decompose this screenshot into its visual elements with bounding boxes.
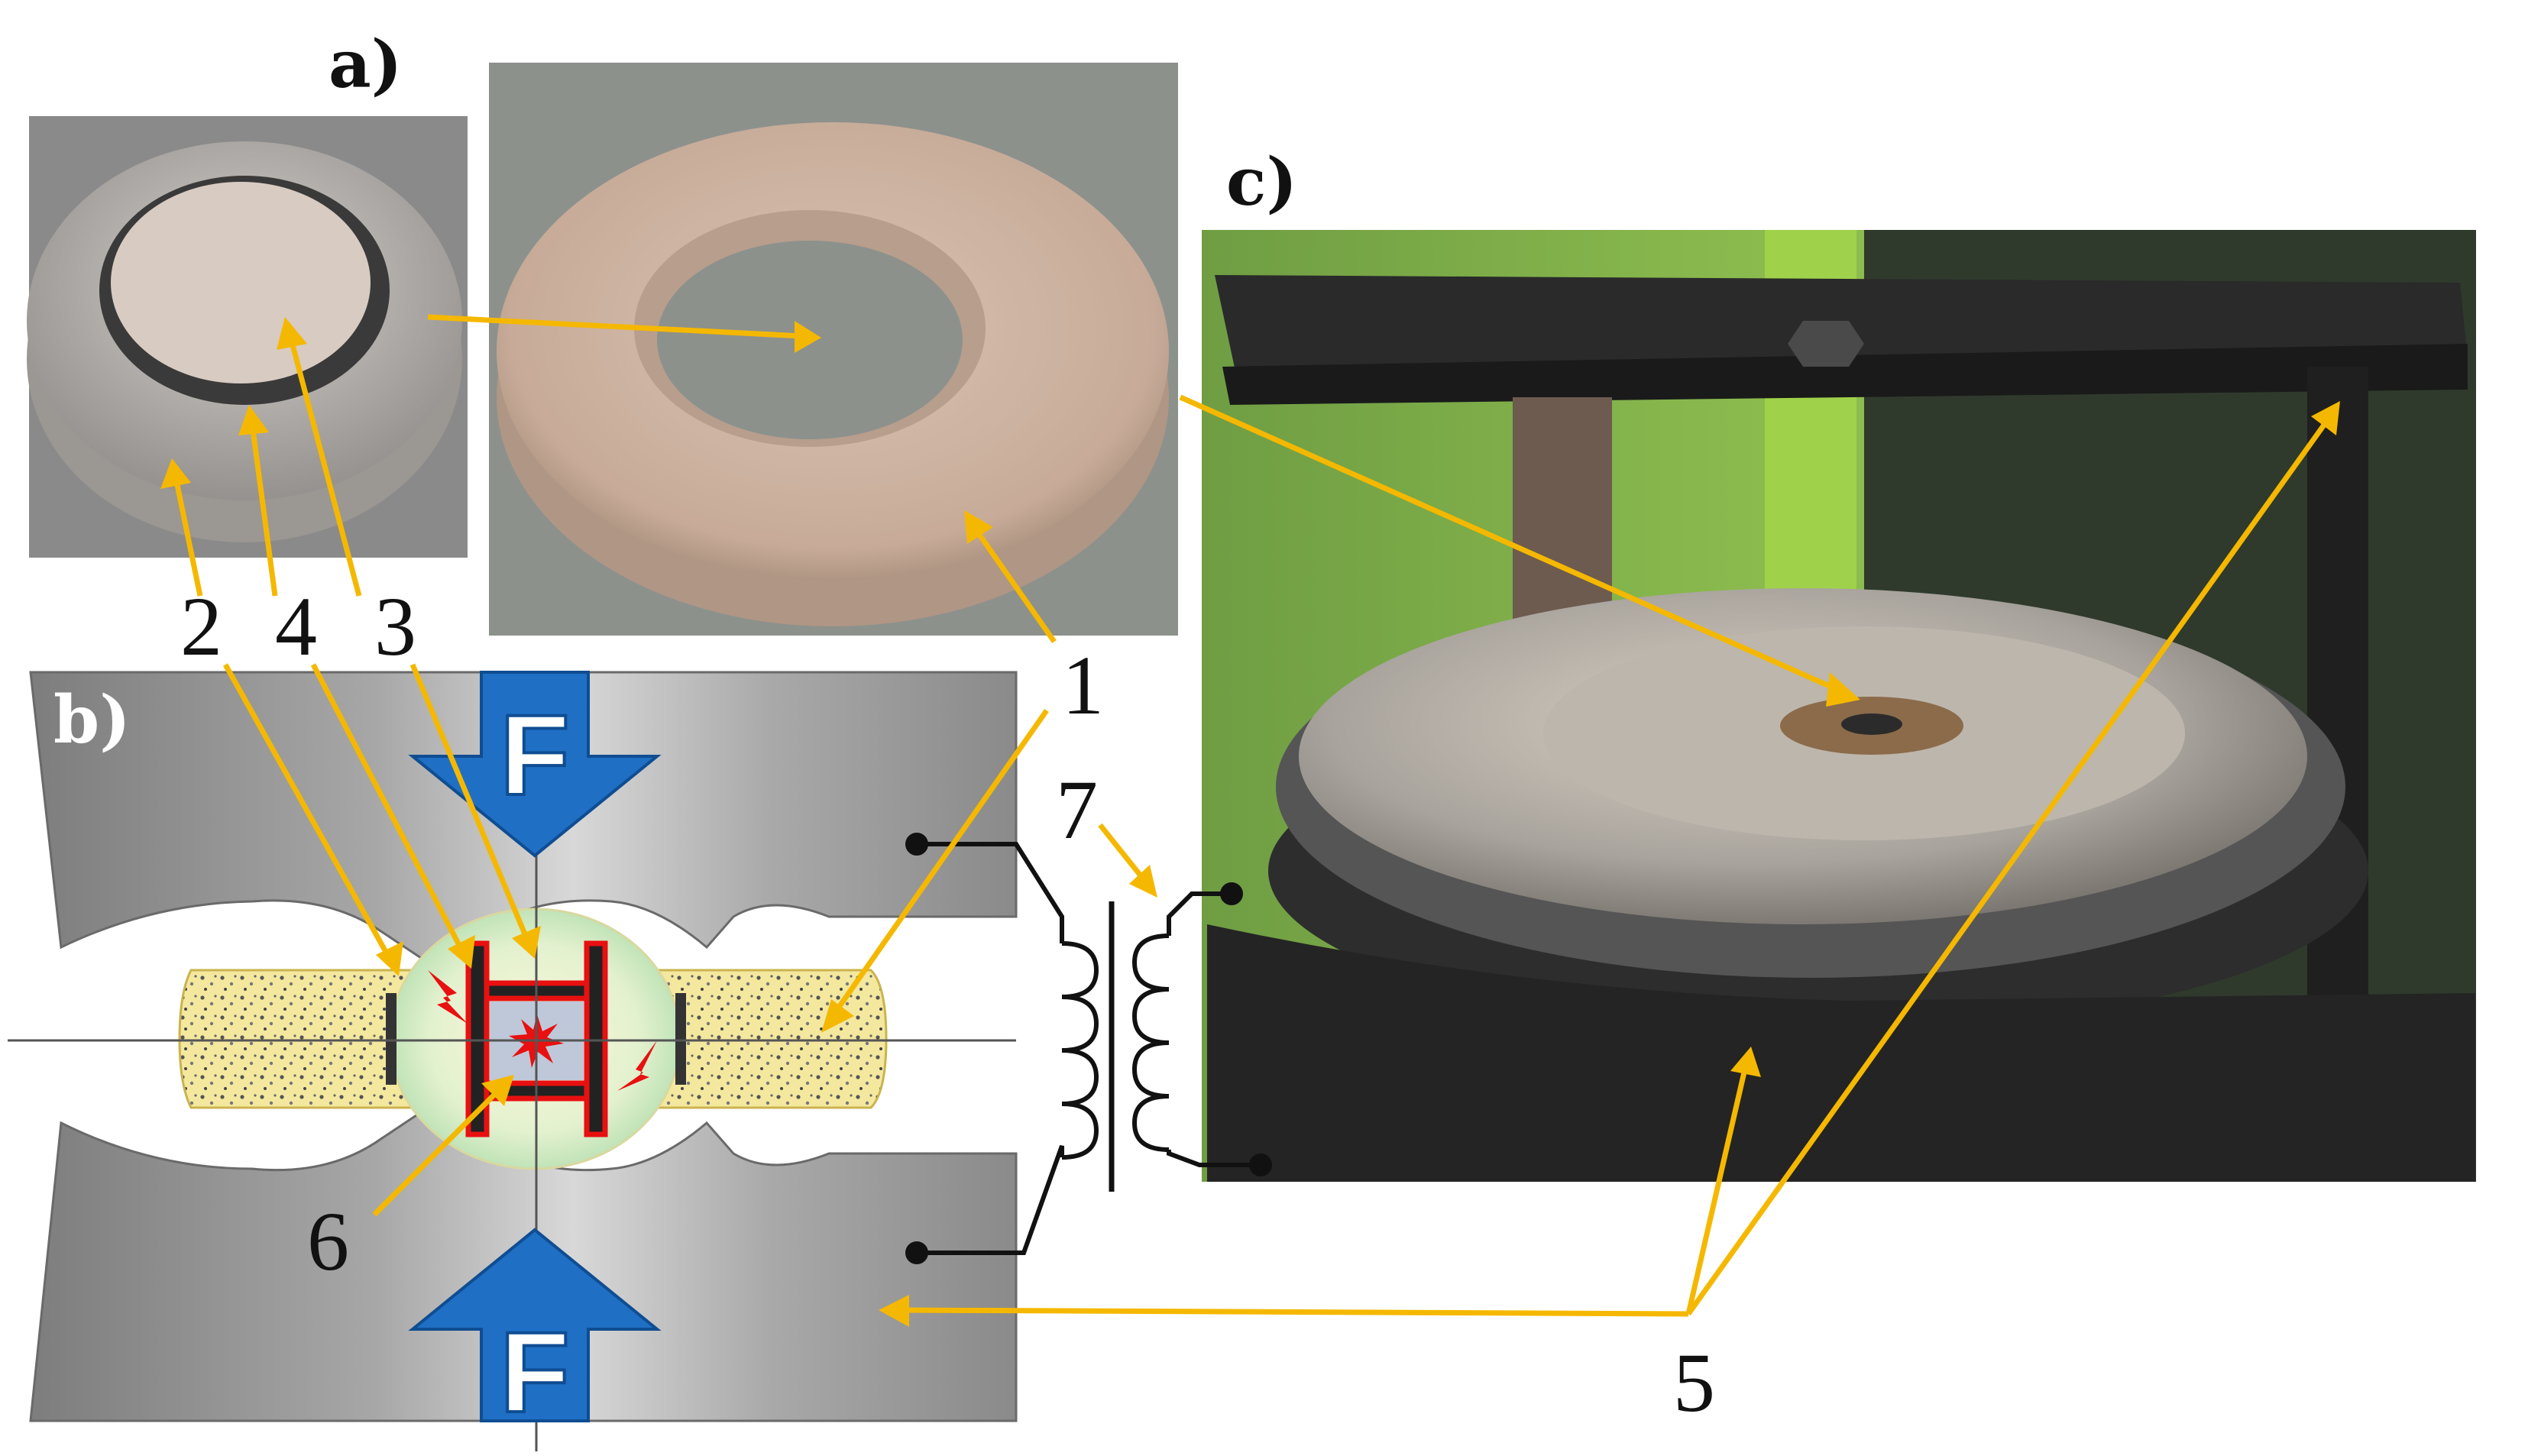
transformer-symbol [905,833,1272,1264]
photo-ceramic-ring [489,63,1178,636]
discharge-icon-right [617,1040,657,1091]
callout-label-2: 2 [180,580,222,673]
force-arrow-bottom [408,1228,662,1422]
callout-label-7: 7 [1056,763,1098,856]
panel-label-c: c) [1226,144,1298,221]
force-arrow-top [408,671,662,858]
photo-press-apparatus [1200,228,2478,1183]
schematic-sintering-cell [8,671,1018,1451]
electrode-left [386,993,397,1085]
callout-label-6: 6 [307,1195,349,1288]
callout-label-4: 4 [275,580,317,673]
callout-arrows [160,314,2340,1327]
callout-label-3: 3 [374,580,416,673]
callout-label-1: 1 [1062,639,1104,732]
discharge-icon-left [428,970,468,1024]
panel-label-a: a) [329,26,403,103]
electrode-right [675,993,686,1085]
force-label-top: F [500,691,570,819]
photo-sample-pellet [27,116,468,558]
force-labels: F F [498,689,571,1438]
panel-label-b: b) [53,681,131,759]
callout-label-5: 5 [1673,1336,1715,1429]
force-label-bottom: F [500,1308,570,1436]
